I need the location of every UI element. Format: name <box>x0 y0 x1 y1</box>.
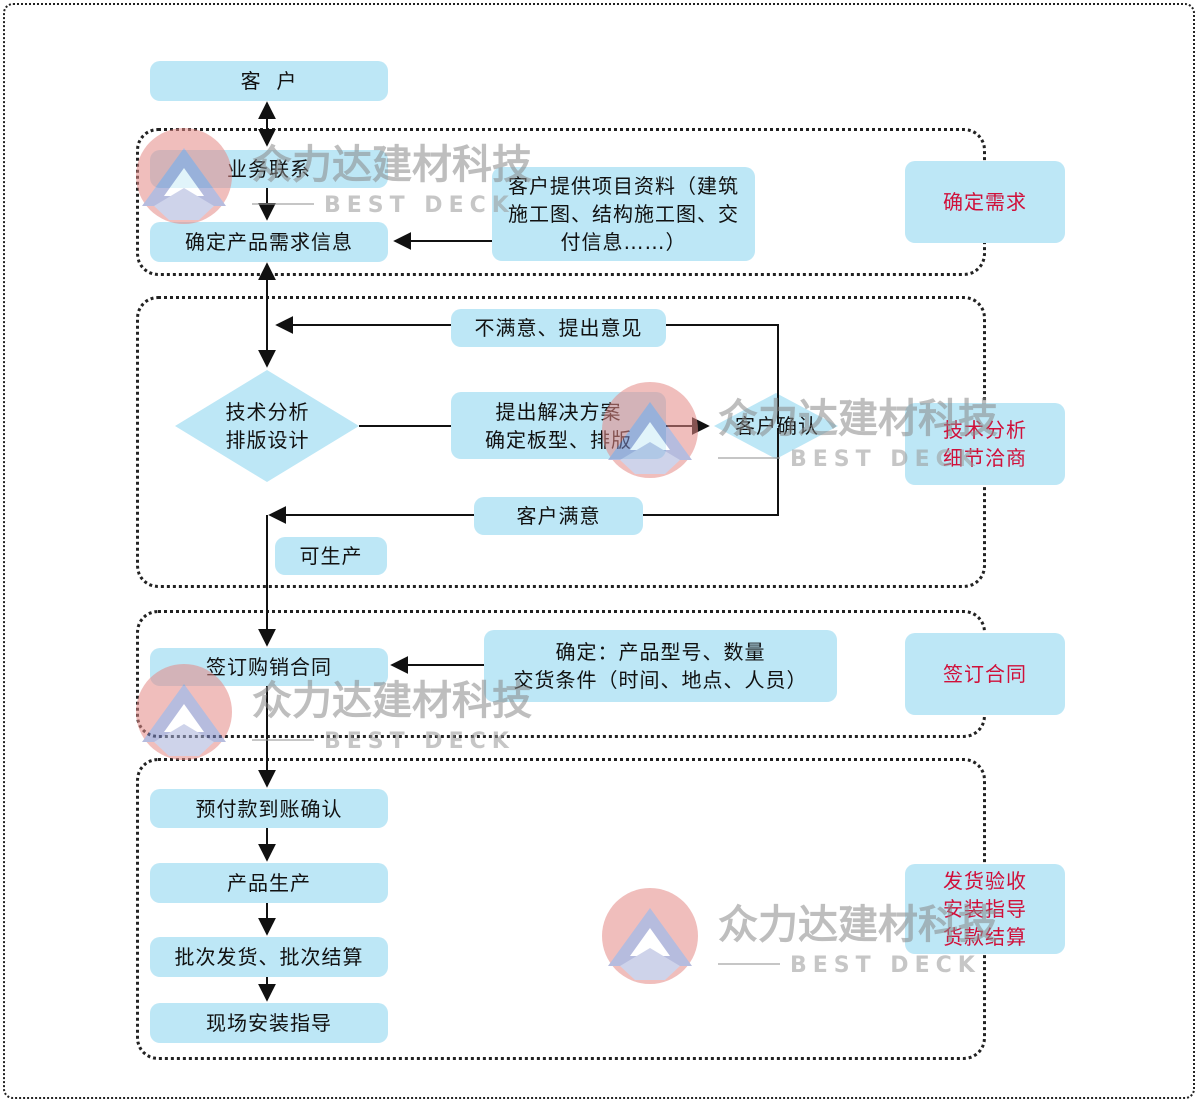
svg-text:BEST DECK: BEST DECK <box>790 447 981 472</box>
node-batch-delivery: 批次发货、批次结算 <box>150 937 388 977</box>
node-tech-analysis: 技术分析 排版设计 <box>225 400 310 452</box>
stage-label-delivery: 发货验收 安装指导 货款结算 <box>905 864 1065 954</box>
watermark-logo: 众力达建材科技 BEST DECK <box>600 886 1060 1006</box>
node-confirm-demand-info: 确定产品需求信息 <box>150 222 388 262</box>
svg-text:BEST DECK: BEST DECK <box>790 953 981 978</box>
svg-text:众力达建材科技: 众力达建材科技 <box>718 396 998 442</box>
tech-analysis-diamond <box>175 370 359 482</box>
node-onsite-guidance: 现场安装指导 <box>150 1003 388 1043</box>
svg-text:众力达建材科技: 众力达建材科技 <box>252 142 532 188</box>
svg-text:BEST DECK: BEST DECK <box>324 193 515 218</box>
node-prepayment-confirm: 预付款到账确认 <box>150 789 388 828</box>
svg-text:众力达建材科技: 众力达建材科技 <box>718 902 998 948</box>
stage-label-contract: 签订合同 <box>905 633 1065 715</box>
outer-frame <box>3 3 1195 1099</box>
watermark-logo: 众力达建材科技 BEST DECK <box>134 126 594 246</box>
stage-label-requirements: 确定需求 <box>905 161 1065 243</box>
node-can-produce: 可生产 <box>275 537 387 575</box>
watermark-logo: 众力达建材科技 BEST DECK <box>600 380 1060 500</box>
node-customer-confirm: 客户确认 <box>735 414 819 438</box>
node-customer: 客 户 <box>150 61 388 101</box>
customer-confirm-diamond <box>714 393 838 459</box>
node-dissatisfied: 不满意、提出意见 <box>451 309 666 347</box>
svg-text:BEST DECK: BEST DECK <box>324 729 515 754</box>
node-contract-terms: 确定：产品型号、数量 交货条件（时间、地点、人员） <box>484 630 837 702</box>
node-production: 产品生产 <box>150 863 388 903</box>
stage-label-technical: 技术分析 细节洽商 <box>905 403 1065 485</box>
node-customer-materials: 客户提供项目资料（建筑施工图、结构施工图、交付信息……） <box>492 167 755 261</box>
watermark-logo: 众力达建材科技 BEST DECK <box>134 662 594 782</box>
svg-text:众力达建材科技: 众力达建材科技 <box>252 678 532 724</box>
node-customer-satisfied: 客户满意 <box>474 497 643 535</box>
